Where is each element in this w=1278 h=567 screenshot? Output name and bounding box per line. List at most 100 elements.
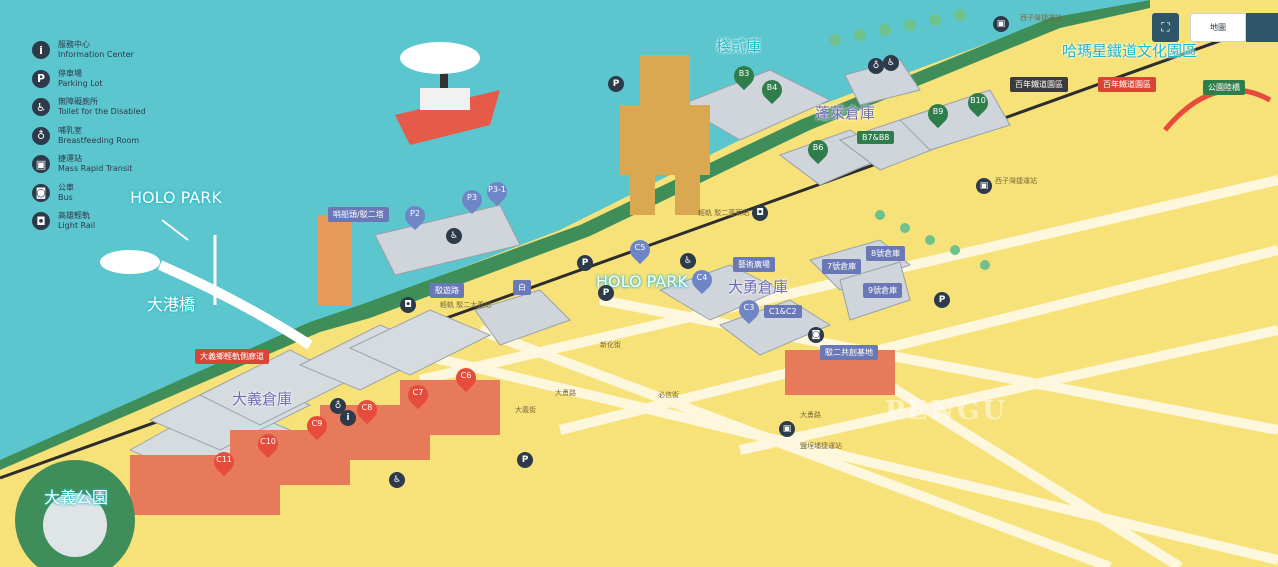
dayi-park-label[interactable]: 大義公園	[44, 488, 109, 507]
bus-icon[interactable]: ◙	[808, 327, 824, 343]
parking-icon[interactable]: P	[934, 292, 950, 308]
parking-icon[interactable]: P	[608, 76, 624, 92]
accessible-toilet-icon[interactable]: ♿	[446, 228, 462, 244]
fullscreen-button[interactable]: ⛶	[1152, 13, 1179, 42]
light-rail-icon[interactable]: ◘	[400, 297, 416, 313]
pin-c7[interactable]: C7	[403, 380, 433, 419]
pin-c4[interactable]: C4	[687, 265, 717, 304]
pin-p2[interactable]: P2	[400, 201, 430, 240]
legend-zh: 捷運站	[58, 154, 82, 163]
metro-icon[interactable]: ▣	[993, 16, 1009, 32]
accessible-toilet-icon: ♿	[32, 98, 50, 116]
coast-green-strip	[0, 0, 1150, 470]
map-view-button[interactable]: 地圖	[1190, 13, 1246, 42]
breastfeeding-icon[interactable]: ♁	[330, 398, 346, 414]
bus-icon: ◙	[32, 183, 50, 202]
dagang-bridge-label[interactable]: 大港橋	[147, 295, 196, 314]
tag-lighthouse[interactable]: 哨船頭/駁二塔	[328, 207, 389, 222]
tag-century-railway[interactable]: 百年鐵道園區	[1098, 77, 1156, 92]
station-xiziwan: 西子灣捷運站	[995, 177, 1037, 185]
pin-b6[interactable]: B6	[803, 135, 833, 174]
parking-icon: P	[32, 69, 50, 88]
pin-b10[interactable]: B10	[963, 88, 993, 127]
tag-boyou-road[interactable]: 駁遊路	[430, 283, 464, 298]
pin-c3[interactable]: C3	[734, 295, 764, 334]
legend-en: Breastfeeding Room	[58, 135, 140, 145]
penglai-warehouse-label[interactable]: 蓬萊倉庫	[815, 104, 876, 122]
holo-park-label-center[interactable]: HOLO PARK	[596, 272, 688, 291]
parking-icon[interactable]: P	[577, 255, 593, 271]
pin-b9[interactable]: B9	[923, 99, 953, 138]
dayi-warehouse-label[interactable]: 大義倉庫	[232, 390, 293, 408]
pin-b3[interactable]: B3	[729, 61, 759, 100]
dayi-warehouses	[128, 309, 492, 481]
pin-c6[interactable]: C6	[451, 363, 481, 402]
legend-en: Parking Lot	[58, 78, 103, 88]
light-rail-icon: ◘	[32, 212, 50, 230]
hamasen-label[interactable]: 哈瑪星鐵道文化園區	[1062, 42, 1198, 60]
light-rail-icon[interactable]: ◘	[752, 205, 768, 221]
road-label: 大勇路	[800, 411, 821, 419]
legend-en: Mass Rapid Transit	[58, 164, 133, 173]
pin-c10[interactable]: C10	[253, 429, 283, 468]
legend-en: Toilet for the Disabled	[58, 107, 146, 116]
breastfeeding-icon: ♁	[32, 126, 50, 145]
lighthouse-tower	[318, 215, 352, 305]
zhaner-warehouse-label[interactable]: 棧貳庫	[716, 37, 762, 55]
legend-zh: 停車場	[58, 68, 82, 78]
information-icon: i	[32, 41, 50, 59]
tag-dayi-corridor[interactable]: 大義鄉輕軌側廊道	[195, 349, 269, 364]
holo-park-label-left[interactable]: HOLO PARK	[130, 188, 222, 207]
holo-park-arrow	[161, 219, 189, 241]
dayong-warehouse-label[interactable]: 大勇倉庫	[728, 278, 789, 296]
tag-c1-c2[interactable]: C1&C2	[764, 305, 802, 318]
view-toggle-button[interactable]	[1246, 13, 1278, 42]
legend-zh: 公車	[58, 182, 74, 192]
red-ship	[395, 70, 500, 145]
station-light-rail-penglai: 輕軌 駁二蓬萊站	[698, 209, 750, 217]
metro-icon[interactable]: ▣	[976, 178, 992, 194]
robot-sculpture	[620, 55, 710, 215]
accessible-toilet-icon[interactable]: ♿	[883, 55, 899, 71]
tag-pier2-base[interactable]: 駁二共創基地	[820, 345, 878, 360]
parking-icon[interactable]: P	[598, 285, 614, 301]
tag-art-plaza[interactable]: 藝術廣場	[733, 257, 775, 272]
pin-c8[interactable]: C8	[352, 395, 382, 434]
legend-zh: 服務中心	[58, 40, 90, 49]
legend-en: Information Center	[58, 50, 134, 59]
tag-warehouse-9[interactable]: 9號倉庫	[863, 283, 903, 298]
pin-c11[interactable]: C11	[209, 447, 239, 486]
tag-park-bridge[interactable]: 公園陸橋	[1203, 80, 1245, 95]
information-icon[interactable]: i	[340, 410, 356, 426]
road-label: 大義街	[515, 406, 536, 414]
pin-p3[interactable]: P3	[457, 185, 487, 224]
accessible-toilet-icon[interactable]: ♿	[680, 253, 696, 269]
tag-warehouse-8[interactable]: 8號倉庫	[866, 246, 906, 261]
legend-en: Light Rail	[58, 221, 96, 230]
breastfeeding-icon[interactable]: ♁	[868, 58, 884, 74]
station-light-rail-dayi: 輕軌 駁二大義站	[440, 301, 492, 309]
pin-c9[interactable]: C9	[302, 411, 332, 450]
accessible-toilet-icon[interactable]: ♿	[389, 472, 405, 488]
tag-b7-b8[interactable]: B7&B8	[857, 131, 895, 144]
pin-c5[interactable]: C5	[625, 235, 655, 274]
trees	[829, 9, 990, 270]
tag-white-building[interactable]: 白	[513, 280, 531, 295]
tag-warehouse-7[interactable]: 7號倉庫	[822, 259, 862, 274]
pin-b4[interactable]: B4	[757, 75, 787, 114]
parking-icon[interactable]: P	[517, 452, 533, 468]
legend-en: Bus	[58, 192, 73, 202]
station-xiziwan-top: 西子灣捷運站	[1020, 14, 1062, 22]
road-label: 必信街	[658, 391, 679, 399]
tag-century-station[interactable]: 百年鐵道園區	[1010, 77, 1068, 92]
metro-icon[interactable]: ▣	[779, 421, 795, 437]
dagang-bridge	[157, 235, 313, 350]
legend-zh: 哺乳室	[58, 125, 82, 135]
pin-p3-1[interactable]: P3-1	[482, 177, 512, 216]
